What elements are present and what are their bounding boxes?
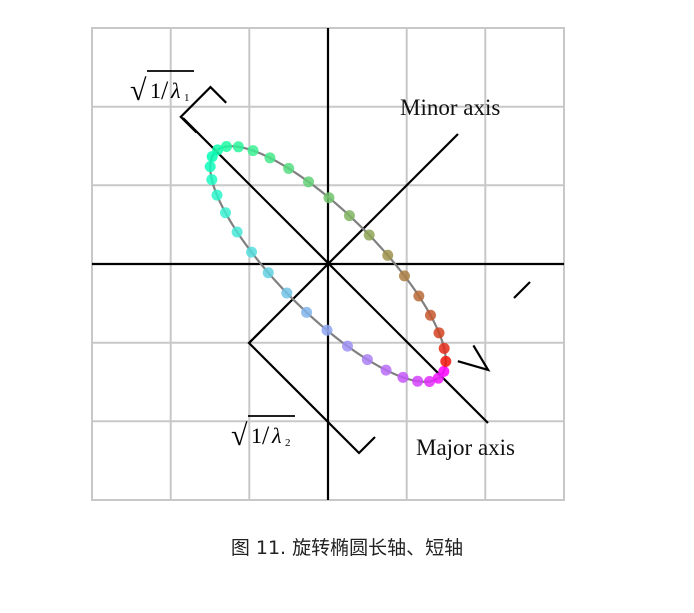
ellipse-sample-point — [262, 267, 274, 279]
svg-text:√: √ — [231, 419, 248, 452]
ellipse-sample-point — [413, 290, 425, 302]
ellipse-sample-point — [398, 270, 410, 282]
ellipse-sample-point — [363, 229, 375, 241]
svg-text:2: 2 — [285, 437, 291, 449]
figure-caption: 图 11. 旋转椭圆长轴、短轴 — [230, 537, 464, 559]
major-axis-line — [182, 117, 489, 424]
ellipse-sample-point — [220, 141, 232, 153]
ellipse-sample-point — [425, 309, 436, 321]
ellipse-sample-point — [321, 324, 333, 336]
ellipse-sample-point — [303, 176, 315, 188]
ellipse-sample-point — [246, 246, 258, 258]
ellipse-sample-point — [341, 340, 353, 352]
ellipse-sample-point — [412, 375, 424, 387]
minor-axis-line — [249, 133, 459, 343]
ellipse-sample-point — [433, 327, 445, 339]
ellipse-sample-point — [220, 207, 231, 219]
ellipse-sample-point — [432, 372, 444, 384]
ellipse-sample-point — [247, 145, 259, 157]
svg-text:/: / — [161, 76, 169, 105]
ellipse-sample-point — [283, 162, 295, 174]
ellipse-sample-point — [343, 210, 355, 222]
ellipse-sample-point — [438, 342, 450, 354]
svg-text:λ: λ — [170, 78, 181, 103]
ellipse-sample-point — [301, 306, 313, 318]
svg-text:1: 1 — [184, 92, 190, 104]
sqrt-1-over-lambda2-label: √ 1 / λ 2 — [231, 415, 295, 452]
ellipse-sample-point — [264, 152, 276, 164]
ellipse-sample-point — [382, 249, 394, 261]
ellipse-sample-point — [323, 192, 335, 204]
svg-text:1: 1 — [150, 78, 161, 103]
svg-text:1: 1 — [251, 423, 262, 448]
lambda2-dimension-bracket — [247, 281, 531, 455]
svg-text:λ: λ — [271, 423, 282, 448]
major-axis-label: Major axis — [416, 435, 515, 460]
ellipse-sample-point — [397, 371, 409, 383]
svg-text:/: / — [262, 421, 270, 450]
sqrt-1-over-lambda1-label: √ 1 / λ 1 — [130, 70, 194, 107]
ellipse-sample-points — [204, 141, 452, 387]
ellipse-sample-point — [206, 174, 218, 186]
ellipse-sample-point — [232, 141, 244, 153]
ellipse-sample-point — [211, 189, 223, 201]
ellipse-sample-point — [231, 226, 243, 238]
ellipse-sample-point — [206, 151, 218, 163]
ellipse-sample-point — [380, 364, 392, 376]
ellipse-sample-point — [361, 354, 373, 366]
ellipse-sample-point — [440, 355, 452, 367]
svg-text:√: √ — [130, 74, 147, 107]
ellipse-sample-point — [204, 161, 216, 173]
ellipse-sample-point — [281, 287, 293, 299]
lambda1-dimension-bracket — [179, 85, 491, 372]
ellipse-sample-point — [424, 375, 436, 387]
minor-axis-label: Minor axis — [400, 95, 500, 120]
